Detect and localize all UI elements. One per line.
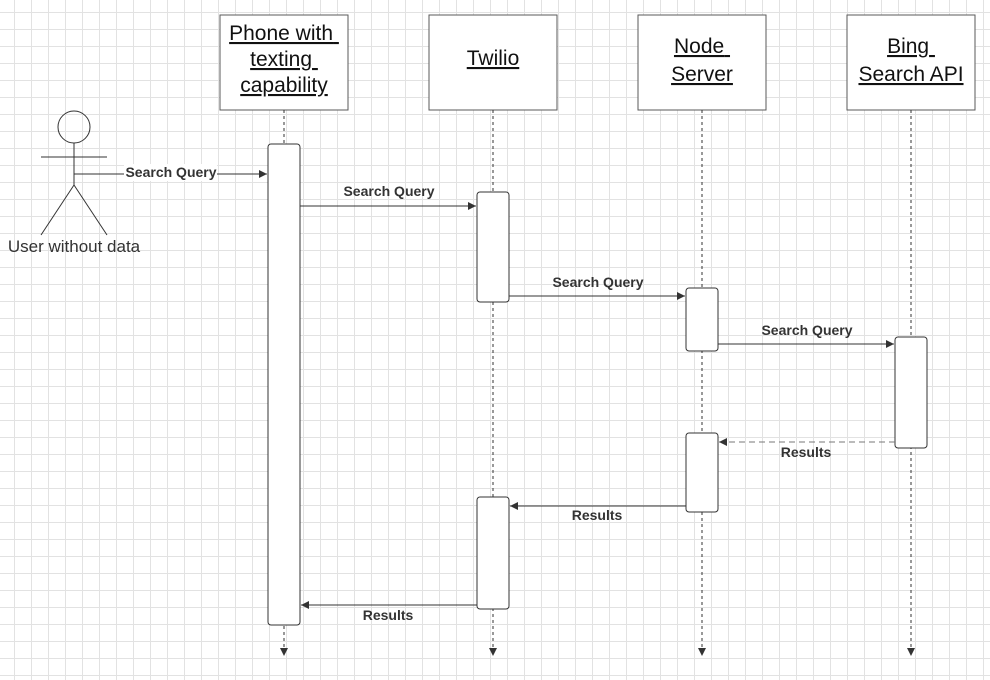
lane-box-bing-search-api [846,14,976,111]
lane-node-server: Node Server [637,14,767,656]
actor-head [57,110,91,144]
message-label-6: Results [572,507,623,523]
lane-title-bing-search-api: Bing Search API [858,35,963,86]
lane-box-phone [219,14,349,111]
lane-box-node-server [637,14,767,111]
message-label-4: Search Query [761,322,852,338]
activation-twilio-1 [476,191,510,303]
lane-phone: Phone with texting capability [219,14,349,656]
actor-user: User without data [8,110,141,256]
lane-twilio: Twilio [428,14,558,656]
message-2: Search Query [300,183,476,210]
message-label-1: Search Query [125,164,216,180]
activation-node-server-1 [685,287,719,352]
actor-right-leg [73,184,108,236]
message-label-7: Results [363,607,414,623]
lane-bing-search-api: Bing Search API [846,14,976,656]
lane-box-twilio [428,14,558,111]
activation-twilio-2 [476,496,510,610]
message-5: Results [719,438,895,460]
lane-title-twilio: Twilio [467,47,520,70]
lane-title-node-server: Node Server [671,35,733,86]
message-label-5: Results [781,444,832,460]
activation-phone [267,143,301,626]
message-6: Results [510,502,686,523]
message-label-bg-1 [124,164,217,181]
actor-label: User without data [8,237,141,256]
message-label-3: Search Query [552,274,643,290]
actor-left-leg [40,184,75,236]
message-label-2: Search Query [343,183,434,199]
message-1: Search Query [74,164,267,181]
activation-node-server-2 [685,432,719,513]
message-3: Search Query [509,274,685,300]
message-7: Results [301,601,477,623]
activation-bing-search-api [894,336,928,449]
message-4: Search Query [718,322,894,348]
lane-title-phone: Phone with texting capability [229,22,339,97]
